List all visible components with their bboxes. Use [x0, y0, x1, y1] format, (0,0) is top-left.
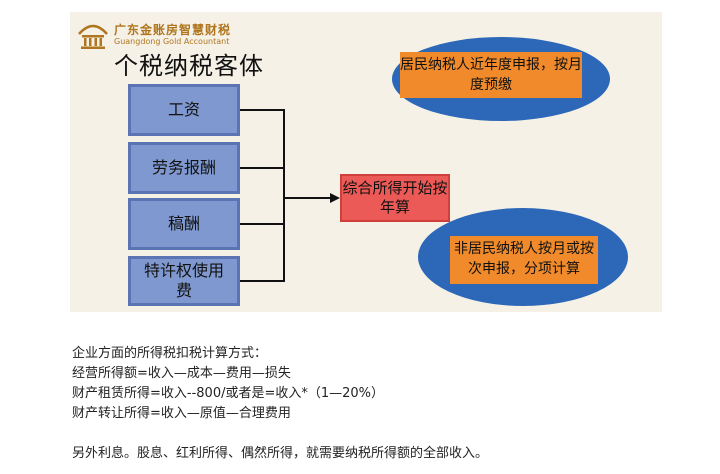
article-line: 财产转让所得=收入—原值—合理费用 [72, 406, 291, 421]
paragraph-gap [72, 424, 692, 444]
article-line: 经营所得额=收入—成本—费用—损失 [72, 366, 291, 381]
income-box-labor: 劳务报酬 [128, 142, 240, 194]
result-box: 综合所得开始按年算 [340, 174, 450, 222]
callout-nonresident: 非居民纳税人按月或按次申报，分项计算 [450, 236, 598, 284]
logo-name-cn: 广东金账房智慧财税 [114, 23, 232, 37]
article-text: 企业方面的所得税扣税计算方式： 经营所得额=收入—成本—费用—损失 财产租赁所得… [72, 344, 692, 464]
article-line: 企业方面的所得税扣税计算方式： [72, 346, 268, 361]
article-line: 财产租赁所得=收入--800/或者是=收入*（1—20%） [72, 386, 385, 401]
slide-title: 个税纳税客体 [114, 52, 264, 80]
logo-name-en: Guangdong Gold Accountant [114, 37, 230, 46]
income-box-royalty: 稿酬 [128, 198, 240, 250]
income-box-wages: 工资 [128, 84, 240, 136]
building-logo-icon [78, 24, 108, 49]
income-box-license: 特许权使用费 [128, 256, 240, 306]
article-closing: 另外利息。股息、红利所得、偶然所得，就需要纳税所得额的全部收入。 [72, 446, 489, 461]
connector-lines [240, 109, 340, 282]
slide-image: 广东金账房智慧财税 Guangdong Gold Accountant 个税纳税… [70, 12, 662, 312]
callout-resident: 居民纳税人近年度申报，按月度预缴 [400, 52, 582, 98]
company-logo: 广东金账房智慧财税 Guangdong Gold Accountant [76, 18, 231, 52]
